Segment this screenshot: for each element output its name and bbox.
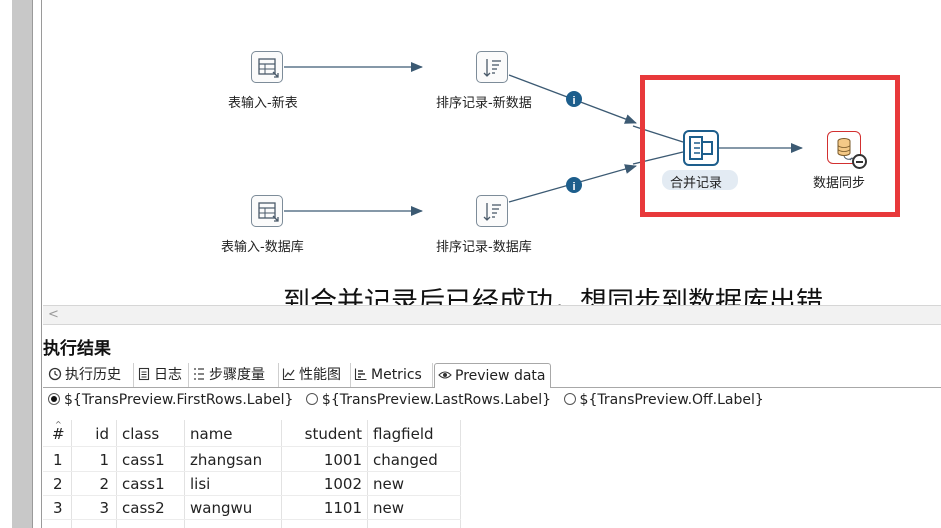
eye-icon bbox=[438, 366, 452, 380]
selected-step-highlight bbox=[662, 170, 738, 190]
radio-button-checked[interactable] bbox=[48, 393, 60, 405]
radio-first-rows[interactable]: ${TransPreview.FirstRows.Label} bbox=[48, 392, 301, 408]
table-cell[interactable]: cass1 bbox=[122, 475, 165, 493]
table-cell[interactable]: new bbox=[373, 499, 405, 517]
radio-button[interactable] bbox=[563, 393, 576, 405]
tab-execution-history[interactable]: 执行历史 bbox=[45, 363, 134, 387]
merge-rows-icon[interactable] bbox=[683, 130, 719, 166]
error-icon[interactable] bbox=[852, 154, 867, 169]
sort-rows-icon[interactable] bbox=[476, 195, 508, 227]
table-cell[interactable]: lisi bbox=[190, 475, 211, 493]
table-cell[interactable]: zhangsan bbox=[190, 451, 263, 469]
results-panel-title: 执行结果 bbox=[43, 339, 111, 359]
step-label-table-input-new: 表输入-新表 bbox=[228, 96, 298, 111]
table-cell[interactable]: 1 bbox=[99, 451, 109, 469]
table-cell[interactable]: 3 bbox=[53, 499, 63, 517]
column-header-student[interactable]: student bbox=[304, 425, 362, 443]
left-panel-scrollbar[interactable] bbox=[12, 0, 32, 528]
table-cell[interactable]: cass1 bbox=[122, 451, 165, 469]
tab-label: 步骤度量 bbox=[209, 367, 265, 383]
tab-step-metrics[interactable]: 步骤度量 bbox=[189, 363, 279, 387]
column-header-class[interactable]: class bbox=[122, 425, 160, 443]
column-header-row-number[interactable]: # bbox=[52, 425, 65, 443]
table-cell[interactable]: 1001 bbox=[323, 451, 362, 469]
tab-performance-chart[interactable]: 性能图 bbox=[279, 363, 351, 387]
tab-label: 日志 bbox=[154, 367, 182, 383]
table-cell[interactable]: cass2 bbox=[122, 499, 165, 517]
table-cell[interactable]: 1101 bbox=[323, 499, 362, 517]
preview-mode-radio-group: ${TransPreview.FirstRows.Label} ${TransP… bbox=[48, 392, 772, 412]
table-cell[interactable]: wangwu bbox=[190, 499, 253, 517]
step-metrics-icon bbox=[192, 365, 206, 380]
tab-metrics[interactable]: Metrics bbox=[351, 363, 433, 387]
tab-log[interactable]: 日志 bbox=[134, 363, 189, 387]
table-cell[interactable]: 1002 bbox=[323, 475, 362, 493]
radio-off[interactable]: ${TransPreview.Off.Label} bbox=[563, 392, 772, 408]
radio-label: ${TransPreview.Off.Label} bbox=[579, 392, 764, 408]
tab-label: Preview data bbox=[455, 368, 546, 384]
radio-last-rows[interactable]: ${TransPreview.LastRows.Label} bbox=[305, 392, 559, 408]
sort-indicator-icon: ^ bbox=[55, 420, 62, 429]
hop-info-icon: i bbox=[566, 91, 582, 107]
svg-text:i: i bbox=[572, 181, 575, 193]
panel-splitter[interactable] bbox=[32, 0, 42, 528]
sort-rows-icon[interactable] bbox=[476, 51, 508, 83]
radio-label: ${TransPreview.LastRows.Label} bbox=[321, 392, 552, 408]
table-cell[interactable]: new bbox=[373, 475, 405, 493]
highlight-annotation-box bbox=[640, 75, 900, 217]
hop-info-icon: i bbox=[566, 177, 582, 193]
tab-label: Metrics bbox=[371, 367, 422, 383]
table-cell[interactable]: 2 bbox=[99, 475, 109, 493]
log-icon bbox=[137, 365, 151, 381]
step-label-table-input-db: 表输入-数据库 bbox=[221, 240, 304, 255]
column-header-name[interactable]: name bbox=[190, 425, 233, 443]
step-label-merge: 合并记录 bbox=[670, 176, 723, 191]
tab-label: 性能图 bbox=[299, 367, 341, 383]
tab-label: 执行历史 bbox=[65, 367, 121, 383]
preview-data-table: # ^ id class name student flagfield 1 1 … bbox=[43, 420, 941, 528]
column-header-id[interactable]: id bbox=[95, 425, 109, 443]
transformation-canvas[interactable]: i i 表输入-新表 排序记录-新数据 bbox=[43, 0, 941, 318]
step-label-sort-new: 排序记录-新数据 bbox=[436, 96, 532, 111]
clock-icon bbox=[48, 365, 62, 381]
step-label-sync: 数据同步 bbox=[813, 176, 866, 191]
table-cell[interactable]: 1 bbox=[53, 451, 63, 469]
column-header-flagfield[interactable]: flagfield bbox=[373, 425, 434, 443]
results-tab-bar: 执行历史 日志 步骤度量 性能图 Metrics Preview data bbox=[43, 363, 941, 388]
radio-label: ${TransPreview.FirstRows.Label} bbox=[64, 392, 294, 408]
scroll-left-icon[interactable]: < bbox=[48, 307, 59, 322]
performance-chart-icon bbox=[282, 365, 296, 381]
svg-text:i: i bbox=[572, 95, 575, 107]
canvas-horizontal-scrollbar[interactable]: < bbox=[43, 305, 941, 325]
table-cell[interactable]: changed bbox=[373, 451, 438, 469]
table-cell[interactable]: 2 bbox=[53, 475, 63, 493]
step-label-sort-db: 排序记录-数据库 bbox=[436, 240, 532, 255]
table-cell[interactable]: 3 bbox=[99, 499, 109, 517]
table-input-icon[interactable] bbox=[251, 195, 283, 227]
metrics-icon bbox=[354, 365, 368, 381]
table-input-icon[interactable] bbox=[251, 51, 283, 83]
tab-preview-data[interactable]: Preview data bbox=[434, 363, 551, 388]
radio-button[interactable] bbox=[305, 393, 318, 405]
window-edge bbox=[0, 0, 12, 528]
